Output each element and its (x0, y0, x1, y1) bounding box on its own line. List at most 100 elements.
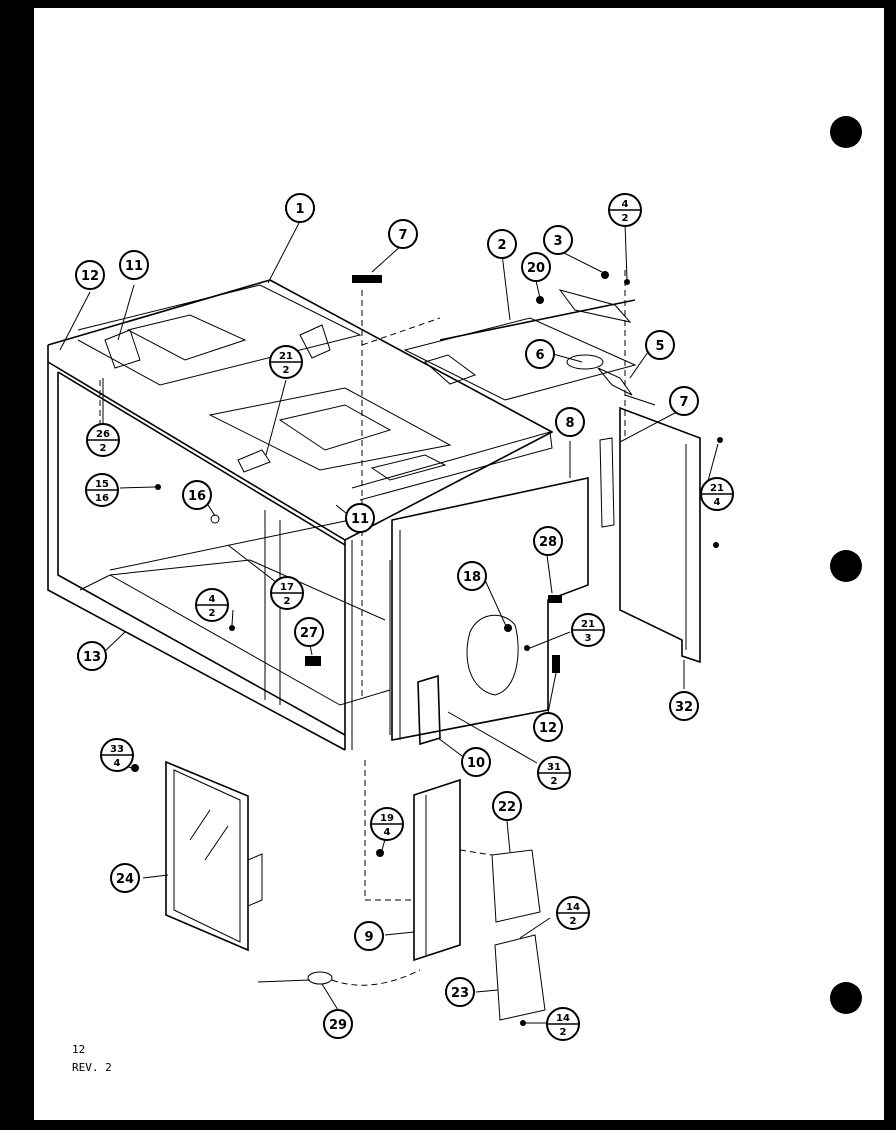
callout-quantity: 4 (384, 827, 391, 838)
callout-number: 10 (467, 756, 485, 771)
callout-number: 18 (463, 570, 481, 585)
callout-number: 31 (547, 762, 561, 773)
callout-quantity: 2 (570, 916, 577, 927)
callout-number: 15 (95, 479, 109, 490)
front-panel-8 (391, 477, 589, 741)
callout-20: 20 (521, 252, 551, 282)
paper-sheet (34, 8, 884, 1120)
callout-number: 33 (110, 744, 124, 755)
callout-number: 21 (710, 483, 724, 494)
callout-21-of-2: 212 (269, 345, 303, 379)
callout-number: 13 (83, 650, 101, 665)
callout-12: 12 (533, 712, 563, 742)
top-panel (77, 284, 553, 501)
callout-number: 27 (300, 626, 318, 641)
callout-number: 3 (553, 234, 562, 249)
callout-number: 16 (188, 489, 206, 504)
callout-quantity: 4 (714, 497, 721, 508)
revision-label: REV. 2 (72, 1061, 112, 1074)
page-number: 12 (72, 1043, 86, 1056)
callout-number: 28 (539, 535, 557, 550)
callout-7: 7 (669, 386, 699, 416)
callout-11: 11 (345, 503, 375, 533)
callout-number: 17 (280, 582, 294, 593)
callout-quantity: 2 (622, 213, 629, 224)
callout-number: 6 (535, 348, 544, 363)
callout-quantity: 16 (95, 493, 109, 504)
fasteners (131, 271, 723, 1026)
callout-number: 14 (566, 902, 580, 913)
callout-4-of-2: 42 (195, 588, 229, 622)
callout-number: 23 (451, 986, 469, 1001)
callout-4-of-2: 42 (608, 193, 642, 227)
callout-24: 24 (110, 863, 140, 893)
binder-hole-bottom (830, 982, 862, 1014)
binder-hole-middle (830, 550, 862, 582)
callout-28: 28 (533, 526, 563, 556)
callout-6: 6 (525, 339, 555, 369)
callout-9: 9 (354, 921, 384, 951)
callout-number: 8 (565, 416, 574, 431)
callout-quantity: 2 (284, 596, 291, 607)
callout-quantity: 4 (114, 758, 121, 769)
callout-number: 12 (539, 721, 557, 736)
cabinet-outer-wrapper (47, 279, 554, 751)
callout-2: 2 (487, 229, 517, 259)
door-panel-24 (165, 760, 263, 952)
callout-quantity: 2 (209, 608, 216, 619)
probe-29 (257, 969, 421, 986)
capacitor (566, 354, 656, 406)
callout-10: 10 (461, 747, 491, 777)
callout-number: 32 (675, 700, 693, 715)
callout-14-of-2: 142 (546, 1007, 580, 1041)
callout-number: 14 (556, 1013, 570, 1024)
callout-quantity: 2 (560, 1027, 567, 1038)
callout-number: 19 (380, 813, 394, 824)
callout-22: 22 (492, 791, 522, 821)
callout-26-of-2: 262 (86, 423, 120, 457)
callout-13: 13 (77, 641, 107, 671)
callout-12: 12 (75, 260, 105, 290)
callout-number: 5 (655, 339, 664, 354)
callout-number: 20 (527, 261, 545, 276)
callout-number: 2 (497, 238, 506, 253)
callout-number: 4 (622, 199, 629, 210)
callout-7: 7 (388, 219, 418, 249)
leader-lines (59, 220, 719, 1024)
callout-number: 11 (125, 259, 143, 274)
control-bracket-9 (413, 778, 461, 962)
side-panel-32 (599, 406, 701, 664)
callout-1: 1 (285, 193, 315, 223)
callout-14-of-2: 142 (556, 896, 590, 930)
callout-5: 5 (645, 330, 675, 360)
callout-number: 12 (81, 269, 99, 284)
callout-number: 9 (364, 930, 373, 945)
callout-32: 32 (669, 691, 699, 721)
callout-number: 21 (279, 351, 293, 362)
callout-quantity: 2 (100, 443, 107, 454)
switch-assemblies (491, 849, 546, 1021)
callout-number: 4 (209, 594, 216, 605)
callout-18: 18 (457, 561, 487, 591)
callout-number: 22 (498, 800, 516, 815)
callout-number: 29 (329, 1018, 347, 1033)
callout-quantity: 2 (283, 365, 290, 376)
callout-11: 11 (119, 250, 149, 280)
callout-quantity: 2 (551, 776, 558, 787)
callout-number: 1 (295, 202, 304, 217)
callout-17-of-2: 172 (270, 576, 304, 610)
callout-27: 27 (294, 617, 324, 647)
callout-number: 26 (96, 429, 110, 440)
callout-29: 29 (323, 1009, 353, 1039)
callout-number: 24 (116, 872, 134, 887)
bracket-10 (417, 674, 441, 746)
callout-number: 7 (398, 228, 407, 243)
callout-21-of-3: 213 (571, 613, 605, 647)
callout-3: 3 (543, 225, 573, 255)
bracket-plate (403, 289, 637, 401)
callout-19-of-4: 194 (370, 807, 404, 841)
